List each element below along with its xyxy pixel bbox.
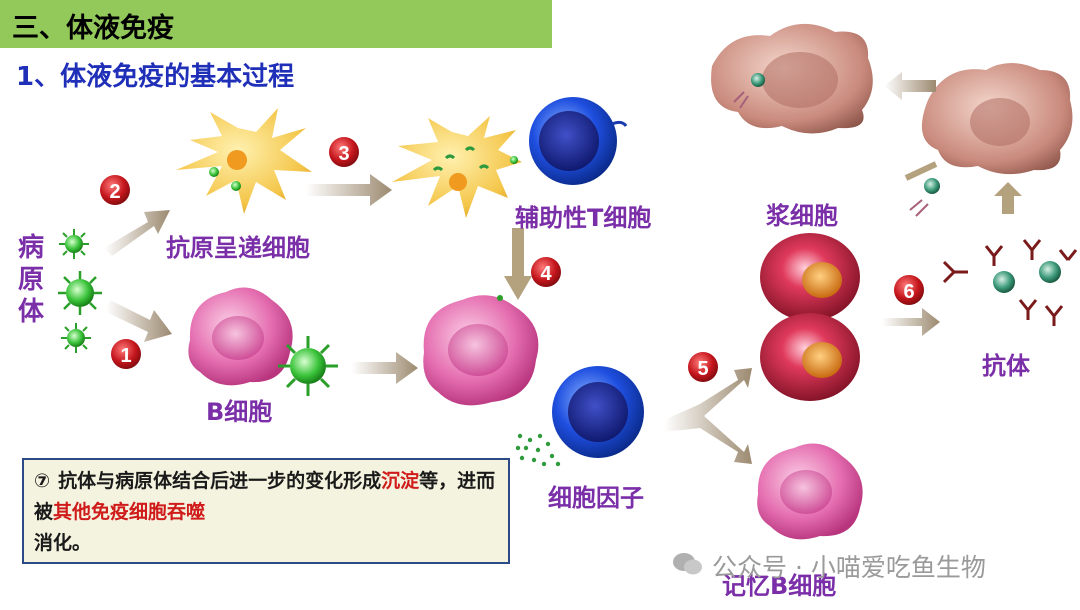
step-badge-4: 4 [531,257,561,287]
step-badge-5: 5 [688,352,718,382]
label-cytokine: 细胞因子 [548,484,644,512]
note-text-1: 抗体与病原体结合后进一步的变化形成 [58,470,382,492]
step-badge-6: 6 [894,275,924,305]
arrow-3 [306,174,392,206]
arrow-bcell [352,352,418,384]
arrow-2 [104,210,170,256]
note-box: ⑦ 抗体与病原体结合后进一步的变化形成沉淀等，进而被其他免疫细胞吞噬消化。 [22,458,510,564]
helper-t-cell-icon [529,97,628,185]
note-highlight-phagocytosis: 其他免疫细胞吞噬 [53,501,206,523]
note-text-2: 等，进而被 [34,470,496,523]
macrophage-right [921,63,1073,175]
svg-text:3: 3 [338,143,349,165]
label-memory-b: 记忆B细胞 [722,572,837,600]
step-badge-3: 3 [329,137,359,167]
antigen-presenting-cell-2-icon [392,116,522,218]
pathogen-icons [58,229,102,353]
b-cell-icon [188,287,293,386]
section-title: 三、体液免疫 [12,13,174,44]
step-badge-2: 2 [100,175,130,205]
section-title-bar: 三、体液免疫 [0,0,552,48]
antigen-complex-small-icon [924,178,940,194]
memory-b-cell-icon [757,443,863,540]
svg-text:2: 2 [109,181,120,203]
svg-text:5: 5 [697,358,708,380]
label-apc: 抗原呈递细胞 [166,234,310,262]
cytokine-t-cell-icon [552,366,644,458]
antigen-antibody-complex-2-icon [1039,261,1061,283]
cytokine-dots [515,433,561,467]
note-highlight-precipitate: 沉淀 [381,470,420,492]
antigen-presenting-cell-icon [176,108,312,214]
label-helper-t: 辅助性T细胞 [515,204,652,232]
step-badge-1: 1 [111,339,141,369]
antibody-icons [942,239,1078,326]
label-antibody: 抗体 [982,352,1030,380]
arrow-1 [106,300,172,342]
activated-b-cell-icon [423,295,539,406]
watermark-text: 公众号 · 小喵爱吃鱼生物 [712,553,986,582]
note-text-3: 消化。 [34,532,92,554]
macrophage-left [711,23,873,134]
note-marker: ⑦ [34,470,51,492]
svg-text:4: 4 [540,263,552,285]
wechat-icon [673,553,702,575]
arrow-5-split [664,368,752,464]
plasma-cell-icon [760,233,860,401]
arrow-macro [884,72,936,100]
arrow-4 [504,228,532,300]
pathogen-bound-icon [278,336,338,396]
svg-text:1: 1 [120,345,131,367]
label-pathogen: 病原体 [17,233,44,327]
arrow-up-antibody [994,182,1022,214]
label-plasma-cell: 浆细胞 [766,202,838,230]
page-subtitle: 1、体液免疫的基本过程 [16,62,295,92]
process-arrows [104,161,940,464]
antigen-antibody-complex-icon [993,271,1015,293]
svg-text:6: 6 [903,281,914,303]
arrow-6 [882,308,940,336]
label-b-cell: B细胞 [206,398,273,426]
